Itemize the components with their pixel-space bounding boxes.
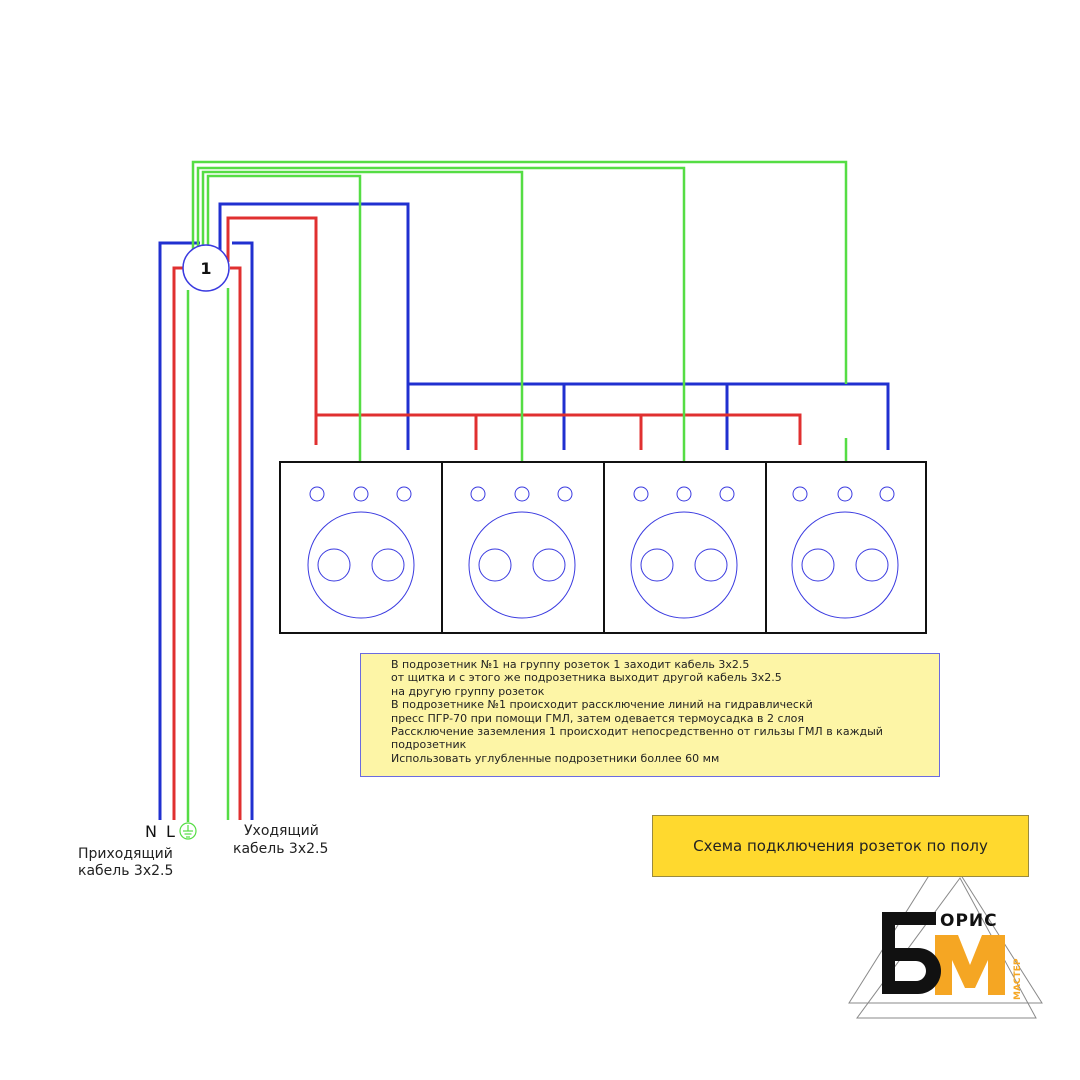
socket-1	[307, 486, 415, 619]
neutral-bus	[408, 382, 890, 450]
neutral-outgoing-wire	[232, 241, 254, 820]
socket-frame-2	[441, 461, 605, 634]
incoming-label-line2: кабель 3х2.5	[78, 863, 174, 879]
logo: ОРИС МАСТЕР	[848, 849, 1043, 1019]
note-line: Использовать углубленные подрозетники бо…	[391, 751, 720, 765]
incoming-label-line1: Приходящий	[78, 846, 173, 862]
logo-b-letter	[882, 912, 941, 994]
ground-line-3	[196, 166, 686, 494]
socket-4	[791, 486, 899, 619]
socket-frames	[279, 461, 927, 634]
outgoing-label-line2: кабель 3х2.5	[233, 841, 329, 857]
logo-m-letter	[935, 935, 1005, 995]
note-line: подрозетник	[391, 738, 467, 752]
note-line: В подрозетнике №1 происходит расcключени…	[391, 698, 813, 712]
diagram-title: Схема подключения розеток по полу	[652, 815, 1029, 877]
note-line: от щитка и с этого же подрозетника выход…	[391, 671, 782, 685]
logo-triangle-outer	[848, 849, 1043, 1004]
ground-wires	[186, 160, 848, 822]
note-line: пресс ПГР-70 при помощи ГМЛ, затем одева…	[391, 711, 804, 725]
ground-line-4	[191, 160, 848, 384]
socket-frame-4	[765, 461, 927, 634]
phase-outgoing-wire	[230, 266, 242, 820]
ground-line-1	[206, 174, 362, 494]
logo-text: ОРИС	[940, 911, 998, 931]
junction-box-label: 1	[200, 259, 211, 278]
phase-group-feed	[226, 216, 318, 445]
note-line: Расcключение заземления 1 происходит неп…	[391, 725, 883, 739]
ground-line-2	[201, 170, 524, 494]
socket-frame-1	[279, 461, 443, 634]
socket-2	[468, 486, 576, 619]
ground-symbol-icon	[179, 822, 197, 840]
neutral-incoming-wire	[158, 241, 200, 820]
neutral-group-feed	[218, 202, 410, 450]
junction-box-circle	[182, 244, 230, 292]
phase-wires	[172, 216, 802, 820]
note-line: В подрозетник №1 на группу розеток 1 зах…	[391, 658, 750, 671]
installation-note: В подрозетник №1 на группу розеток 1 зах…	[360, 653, 940, 777]
neutral-wires	[158, 202, 890, 820]
incoming-nl-label: N L	[145, 822, 177, 841]
note-line: на другую группу розеток	[391, 684, 545, 698]
socket-3	[630, 486, 738, 619]
outgoing-label-line1: Уходящий	[244, 823, 319, 839]
socket-frame-3	[603, 461, 767, 634]
logo-vertical-text: МАСТЕР	[1013, 958, 1023, 1000]
socket-details	[307, 486, 899, 619]
